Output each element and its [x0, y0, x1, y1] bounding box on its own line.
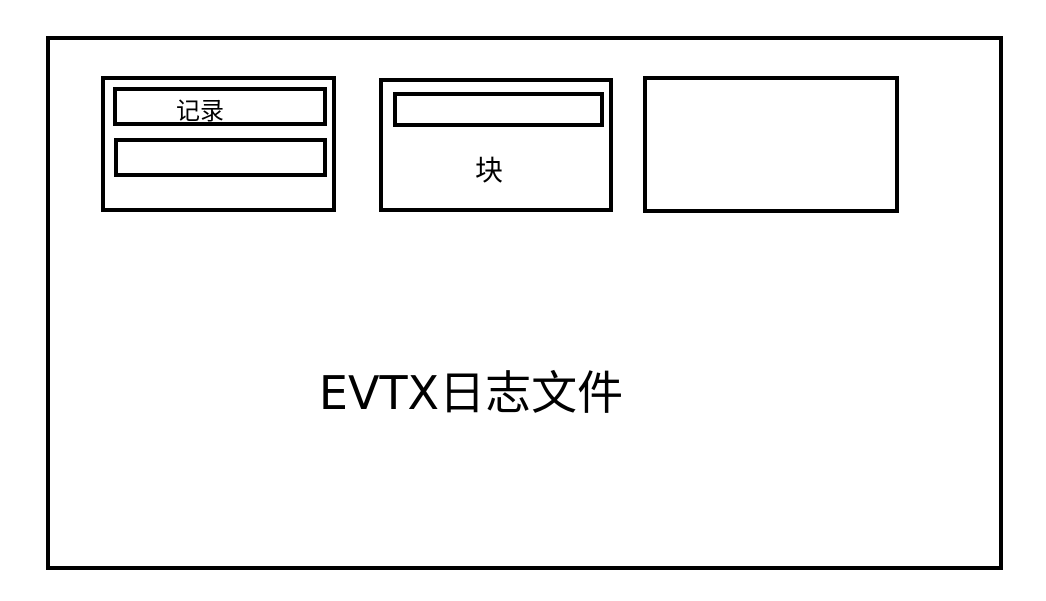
- empty-box: [643, 76, 899, 213]
- block-header-box: [393, 92, 604, 127]
- record-label: 记录: [176, 97, 224, 125]
- block-box: [379, 78, 613, 212]
- record-container-box: [101, 76, 336, 212]
- block-label: 块: [475, 154, 503, 187]
- record-box-2: [114, 138, 327, 177]
- record-box-1: [113, 87, 327, 126]
- evtx-file-label: EVTX日志文件: [319, 366, 623, 420]
- evtx-file-box: [46, 36, 1003, 570]
